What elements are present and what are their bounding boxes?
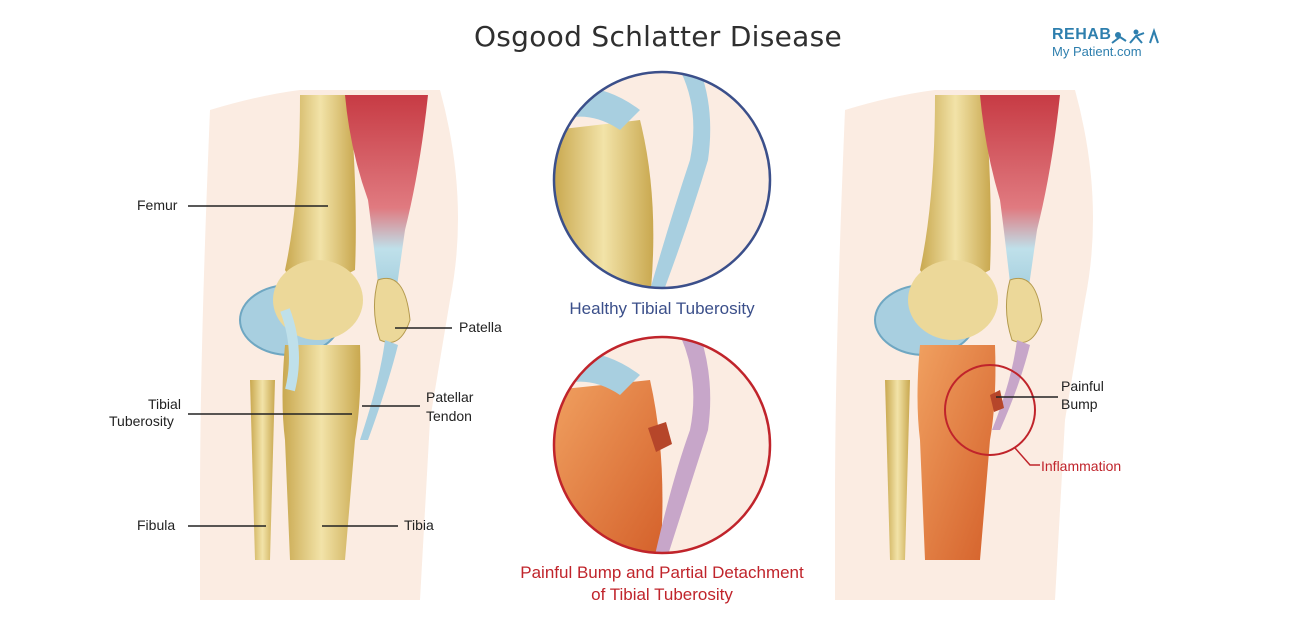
- page-title: Osgood Schlatter Disease: [473, 20, 843, 53]
- label-inflammation: Inflammation: [1041, 458, 1122, 474]
- painful-tendon-closeup: [655, 337, 711, 553]
- painful-bump-closeup: [648, 422, 672, 452]
- left-femoral-condyle: [273, 260, 363, 340]
- caption-painful-line2: of Tibial Tuberosity: [591, 585, 733, 604]
- label-tibial-2: Tuberosity: [109, 413, 174, 429]
- left-patellar-tendon: [360, 340, 398, 440]
- left-femur: [285, 95, 356, 285]
- painful-tibia-closeup: [554, 380, 663, 553]
- caption-painful-line1: Painful Bump and Partial Detachment: [520, 563, 804, 582]
- logo-line-2: My Patient.com: [1052, 44, 1142, 59]
- left-knee: [200, 90, 458, 600]
- painful-zoom: [552, 335, 772, 555]
- right-bump: [990, 390, 1004, 412]
- painful-zoom-ring: [552, 335, 772, 555]
- inflammation-circle: [944, 364, 1036, 456]
- label-patellar-2: Tendon: [426, 408, 472, 424]
- right-tibia-inflamed: [917, 345, 996, 560]
- label-patella: Patella: [459, 319, 502, 335]
- right-patella: [1006, 278, 1043, 343]
- label-tibial-1: Tibial: [148, 396, 181, 412]
- label-painful-1: Painful: [1061, 378, 1104, 394]
- left-quadriceps: [345, 95, 428, 300]
- healthy-zoom-ring: [552, 70, 772, 290]
- label-femur: Femur: [137, 197, 178, 213]
- healthy-zoom: [552, 70, 772, 290]
- right-femur: [920, 95, 991, 285]
- right-quadriceps: [980, 95, 1060, 300]
- brand-logo: REHAB My Patient.com: [1052, 26, 1172, 66]
- logo-line-1: REHAB: [1052, 26, 1112, 43]
- left-tibia: [282, 345, 361, 560]
- left-leader-lines: [188, 205, 452, 527]
- logo-figure-icon: [1111, 27, 1159, 44]
- left-acl: [280, 308, 299, 392]
- right-femoral-condyle: [908, 260, 998, 340]
- label-fibula: Fibula: [137, 517, 176, 533]
- right-fibula: [885, 380, 910, 560]
- label-tibia: Tibia: [404, 517, 434, 533]
- label-patellar-1: Patellar: [426, 389, 474, 405]
- right-knee: [835, 90, 1093, 600]
- inflammation-leader: [1014, 447, 1040, 466]
- caption-healthy: Healthy Tibial Tuberosity: [569, 299, 755, 318]
- left-patella: [374, 278, 411, 343]
- healthy-tendon-closeup: [650, 72, 711, 288]
- left-fibula: [250, 380, 275, 560]
- right-leader-lines: [996, 396, 1058, 466]
- healthy-tibia-closeup: [554, 120, 654, 288]
- label-painful-2: Bump: [1061, 396, 1098, 412]
